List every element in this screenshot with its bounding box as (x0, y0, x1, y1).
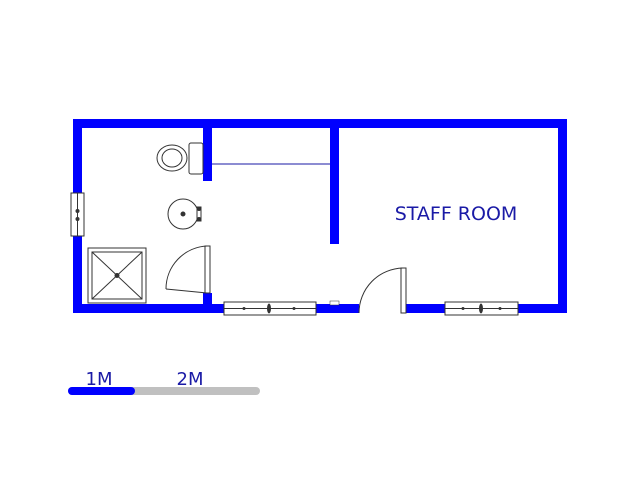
shower-icon (87, 247, 147, 304)
scale-bar: 1M 2M (68, 369, 260, 395)
room-label-staff-room: STAFF ROOM (395, 203, 518, 225)
wall-left-upper (73, 119, 82, 193)
wall-stub (329, 300, 340, 306)
scale-label-1m: 1M (86, 369, 113, 390)
scale-label-2m: 2M (177, 369, 204, 390)
window-left (70, 192, 85, 237)
basin-icon (167, 198, 202, 230)
wall-interior-1-lower (203, 293, 212, 313)
wall-bottom-4 (405, 304, 445, 313)
toilet-icon (156, 142, 204, 175)
wall-right (558, 119, 567, 313)
wall-left-lower (73, 236, 82, 313)
window-bottom-1 (223, 301, 317, 316)
wall-bottom-5 (518, 304, 567, 313)
wall-bottom-1 (73, 304, 214, 313)
wall-bottom-2 (214, 304, 224, 313)
door-entrance (358, 267, 407, 314)
wall-top (73, 119, 567, 128)
window-bottom-2 (444, 301, 519, 316)
wall-interior-2 (330, 119, 339, 244)
walls (73, 119, 567, 313)
wall-interior-1-upper (203, 119, 212, 181)
door-bathroom (165, 245, 211, 294)
wall-bottom-3 (316, 304, 359, 313)
